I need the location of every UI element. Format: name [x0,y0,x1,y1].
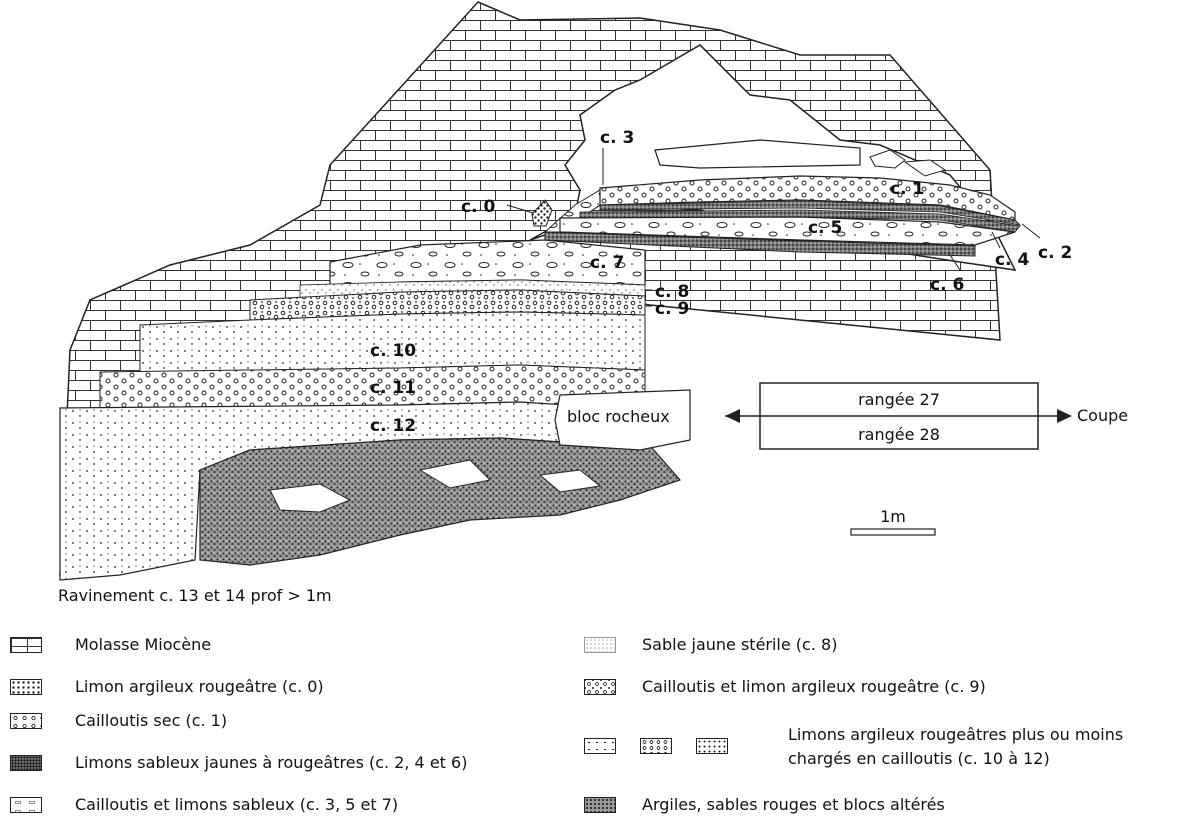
legend-label-c9: Cailloutis et limon argileux rougeâtre (… [642,676,986,698]
legend-label-c0: Limon argileux rougeâtre (c. 0) [75,676,324,698]
argiles-base [200,438,680,565]
legend-swatch-mottled [584,797,616,813]
label-c1: c. 1 [890,179,924,199]
row-27-label: rangée 27 [858,390,940,409]
legend-label-c246: Limons sableux jaunes à rougeâtres (c. 2… [75,752,467,774]
label-c7: c. 7 [590,253,624,273]
legend-swatch-limon-b [640,738,672,754]
label-c2: c. 2 [1038,243,1072,263]
label-c11: c. 11 [370,378,416,398]
legend-swatch-sparse-stipple [584,637,616,653]
plan-inset: rangée 27 rangée 28 Coupe [725,383,1128,449]
arrow-left-icon [725,409,740,423]
label-c0: c. 0 [461,197,495,217]
legend-label-argiles: Argiles, sables rouges et blocs altérés [642,794,945,816]
legend-swatch-limon-c [696,738,728,754]
legend-label-c10-12-line1: Limons argileux rougeâtres plus ou moins [788,724,1123,746]
label-bloc-rocheux: bloc rocheux [567,407,670,426]
legend-swatch-brick [10,637,42,653]
label-c6: c. 6 [930,275,964,295]
coupe-label: Coupe [1077,406,1128,425]
scale-bar-label: 1m [880,507,906,526]
scale-bar: 1m [851,507,935,535]
legend-label-molasse: Molasse Miocène [75,634,211,656]
label-c4: c. 4 [995,250,1029,270]
legend-swatch-circles-dots [584,679,616,695]
legend-swatch-dense-dots [10,679,42,695]
legend-label-c1: Cailloutis sec (c. 1) [75,710,227,732]
row-28-label: rangée 28 [858,425,940,444]
label-c10: c. 10 [370,341,416,361]
label-c5: c. 5 [808,218,842,238]
label-c12: c. 12 [370,416,416,436]
arrow-right-icon [1057,409,1072,423]
label-ravinement: Ravinement c. 13 et 14 prof > 1m [58,586,332,605]
legend-swatch-fine-stipple [10,755,42,771]
legend-label-c8: Sable jaune stérile (c. 8) [642,634,837,656]
legend-swatch-circles [10,713,42,729]
legend-label-c357: Cailloutis et limons sableux (c. 3, 5 et… [75,794,398,816]
label-c3: c. 3 [600,128,634,148]
legend-swatch-limon-a [584,738,616,754]
label-c9: c. 9 [655,299,689,319]
legend-label-c10-12-line2: chargés en cailloutis (c. 10 à 12) [788,748,1050,770]
legend-swatch-pebbles [10,797,42,813]
